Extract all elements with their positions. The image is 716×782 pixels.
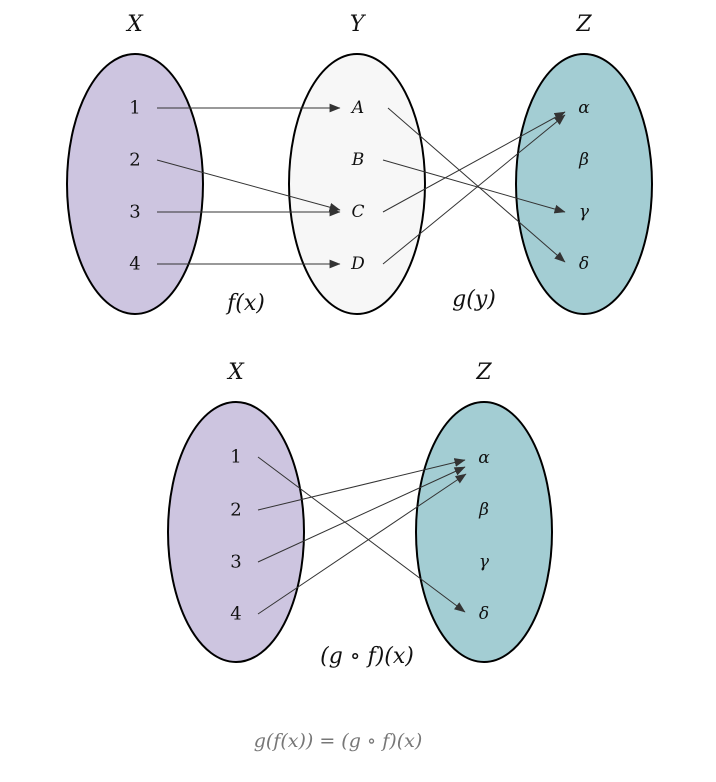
bottom-arrow-2-to-alpha: [257, 458, 466, 511]
top-y-element-a: A: [350, 98, 364, 118]
top-set-x-title: X: [125, 12, 144, 37]
bottom-arrow-4-to-alpha: [257, 473, 467, 615]
bottom-function-label: (g ∘ f)(x): [320, 644, 414, 669]
bottom-z-element-delta: δ: [479, 604, 489, 624]
top-function-label-f: f(x): [225, 291, 265, 316]
top-z-element-delta: δ: [579, 254, 589, 274]
bottom-z-element-gamma: γ: [479, 552, 490, 572]
top-arrow-d-to-alpha: [382, 114, 566, 265]
bottom-arrow-3-to-alpha: [257, 466, 466, 563]
top-x-element-1: 1: [129, 98, 140, 119]
top-x-element-2: 2: [129, 150, 140, 171]
top-arrow-c-to-alpha: [382, 111, 566, 213]
top-set-z-ellipse: [515, 53, 653, 315]
top-function-label-g: g(y): [452, 287, 496, 312]
top-set-x-ellipse: [66, 53, 204, 315]
bottom-set-x-title: X: [226, 360, 245, 385]
top-arrow-2-to-c: [156, 159, 341, 212]
top-set-z-title: Z: [575, 12, 592, 37]
bottom-diagram: X Z 1 2 3 4 α β γ δ (g ∘ f)(x): [167, 360, 553, 669]
composition-caption: g(f(x)) = (g ∘ f)(x): [254, 730, 423, 752]
top-arrow-a-to-delta: [387, 107, 566, 263]
top-y-element-c: C: [351, 202, 364, 222]
top-z-element-beta: β: [578, 150, 589, 170]
top-y-element-b: B: [351, 150, 365, 170]
bottom-x-element-1: 1: [230, 447, 241, 468]
bottom-z-element-beta: β: [478, 500, 489, 520]
bottom-z-element-alpha: α: [478, 448, 490, 468]
top-x-element-3: 3: [129, 202, 140, 223]
bottom-arrow-1-to-delta: [257, 456, 466, 613]
top-diagram: X Y Z 1 2 3 4 A B C D α β γ δ f(x) g(y): [66, 12, 653, 316]
top-x-element-4: 4: [129, 254, 140, 275]
top-arrow-b-to-gamma: [382, 159, 566, 214]
bottom-x-element-3: 3: [230, 552, 241, 573]
top-z-element-alpha: α: [578, 98, 590, 118]
bottom-x-element-4: 4: [230, 604, 241, 625]
bottom-set-z-title: Z: [475, 360, 492, 385]
bottom-set-z-ellipse: [415, 401, 553, 663]
bottom-x-element-2: 2: [230, 500, 241, 521]
top-set-y-ellipse: [288, 53, 426, 315]
bottom-set-x-ellipse: [167, 401, 305, 663]
top-y-element-d: D: [350, 254, 365, 274]
top-z-element-gamma: γ: [579, 202, 590, 222]
top-set-y-title: Y: [350, 12, 367, 37]
